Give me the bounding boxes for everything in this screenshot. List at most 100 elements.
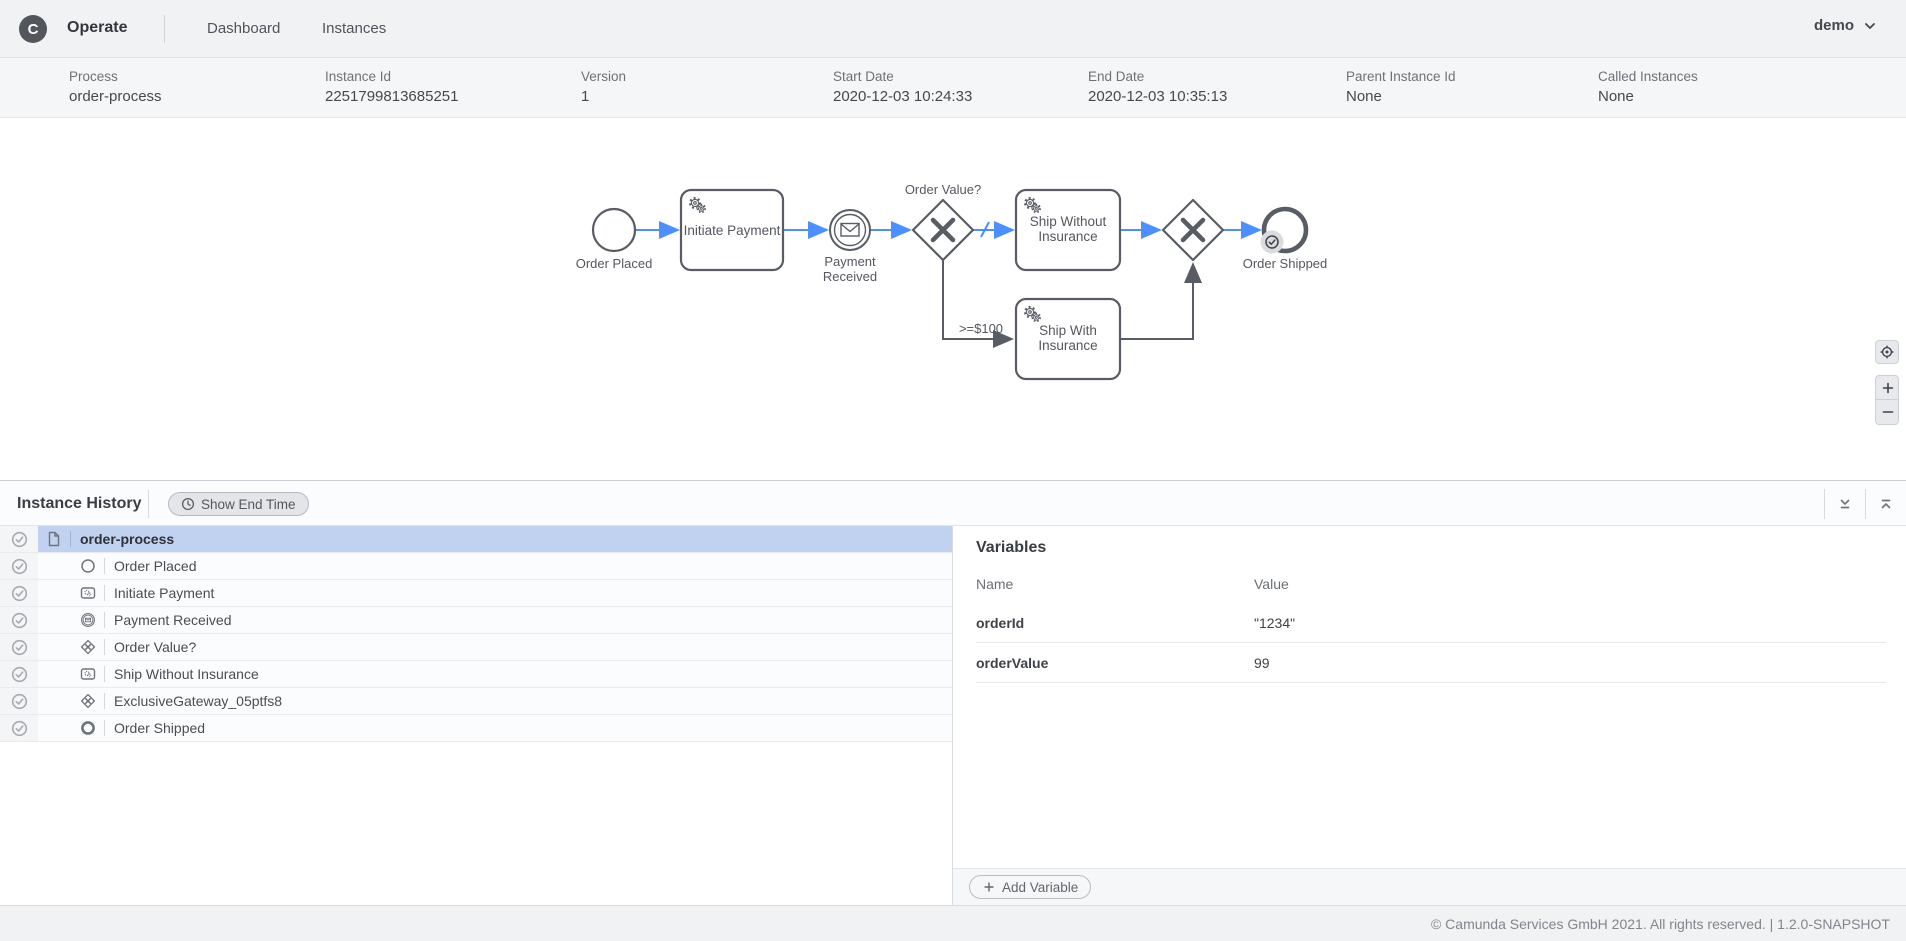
history-row-label: Order Value? (114, 639, 196, 655)
row-separator (104, 612, 105, 628)
panel-title-divider (148, 490, 149, 518)
user-name: demo (1814, 17, 1854, 34)
diagram-zoom-controls (1875, 340, 1899, 425)
flow-condition-label: >=$100 (959, 321, 1003, 336)
history-row[interactable]: ExclusiveGateway_05ptfs8 (0, 688, 952, 715)
start-event-order-placed[interactable]: Order Placed (576, 209, 653, 271)
panel-title: Instance History (17, 495, 141, 513)
chevron-down-icon (1862, 18, 1878, 34)
history-row[interactable]: Ship Without Insurance (0, 661, 952, 688)
row-separator (104, 693, 105, 709)
end-event-icon (80, 720, 96, 736)
check-circle-icon (11, 558, 28, 575)
row-state-gutter (0, 526, 38, 552)
variable-row: orderId "1234" (976, 603, 1886, 643)
meta-label: Version (581, 69, 626, 84)
history-row[interactable]: Order Placed (0, 553, 952, 580)
camunda-logo-icon[interactable]: C (19, 15, 47, 43)
service-task-icon (80, 666, 96, 682)
row-separator (104, 720, 105, 736)
task-label-line2: Insurance (1038, 338, 1097, 353)
process-document-icon (46, 531, 62, 547)
history-row[interactable]: Initiate Payment (0, 580, 952, 607)
zoom-out-icon (1880, 404, 1896, 420)
meta-label: Called Instances (1598, 69, 1698, 84)
row-state-gutter (0, 661, 38, 687)
history-row-label: Payment Received (114, 612, 232, 628)
history-row[interactable]: Order Shipped (0, 715, 952, 742)
start-event-icon (80, 558, 96, 574)
event-label-line2: Received (823, 269, 877, 284)
expand-panel-button[interactable] (1866, 481, 1906, 527)
expand-up-icon (1878, 496, 1894, 512)
zoom-out-button[interactable] (1876, 400, 1899, 424)
show-end-time-label: Show End Time (201, 497, 296, 512)
row-state-gutter (0, 715, 38, 741)
event-payment-received[interactable]: Payment Received (823, 210, 877, 284)
variable-value: 99 (1254, 655, 1886, 671)
variables-table-header: Name Value (976, 565, 1886, 603)
plus-icon (982, 880, 996, 894)
header-divider (164, 15, 165, 43)
meta-process: Process order-process (69, 69, 162, 105)
end-event-order-shipped[interactable]: Order Shipped (1243, 209, 1328, 271)
reset-diagram-button[interactable] (1875, 340, 1899, 364)
history-row-label: ExclusiveGateway_05ptfs8 (114, 693, 282, 709)
add-variable-button[interactable]: Add Variable (969, 875, 1091, 899)
meta-label: Start Date (833, 69, 972, 84)
task-label: Initiate Payment (684, 223, 781, 238)
row-state-gutter (0, 688, 38, 714)
history-row[interactable]: Payment Received (0, 607, 952, 634)
row-state-gutter (0, 580, 38, 606)
reset-diagram-icon (1879, 344, 1895, 360)
meta-value: order-process (69, 88, 162, 105)
history-row-process[interactable]: order-process (0, 526, 952, 553)
meta-label: Process (69, 69, 162, 84)
history-row-label: Initiate Payment (114, 585, 214, 601)
task-label-line2: Insurance (1038, 229, 1097, 244)
row-separator (104, 639, 105, 655)
history-row-label: Ship Without Insurance (114, 666, 259, 682)
end-event-label: Order Shipped (1243, 256, 1328, 271)
nav-dashboard[interactable]: Dashboard (207, 20, 280, 37)
task-label-line1: Ship With (1039, 323, 1097, 338)
check-circle-icon (11, 693, 28, 710)
meta-label: Instance Id (325, 69, 458, 84)
instance-history-tree: order-process Order Placed Initiate Paym… (0, 526, 952, 742)
history-row-label: order-process (80, 531, 174, 547)
gateway-exclusive-join[interactable] (1163, 200, 1223, 260)
gateway-label: Order Value? (905, 182, 981, 197)
check-circle-icon (11, 585, 28, 602)
row-state-gutter (0, 634, 38, 660)
nav-instances[interactable]: Instances (322, 20, 386, 37)
check-circle-icon (11, 720, 28, 737)
app-footer: © Camunda Services GmbH 2021. All rights… (0, 905, 1906, 941)
meta-value: 2020-12-03 10:35:13 (1088, 88, 1227, 105)
app-header: C Operate Dashboard Instances demo (0, 0, 1906, 58)
task-ship-with-insurance[interactable]: Ship With Insurance (1016, 299, 1120, 379)
bpmn-diagram-canvas[interactable]: Order Placed Initiate Payment Payment Re… (0, 118, 1906, 480)
meta-called-instances: Called Instances None (1598, 69, 1698, 105)
meta-label: End Date (1088, 69, 1227, 84)
instance-history-header: Instance History Show End Time (0, 480, 1906, 526)
add-variable-label: Add Variable (1002, 880, 1078, 895)
meta-parent-instance-id: Parent Instance Id None (1346, 69, 1456, 105)
user-menu[interactable]: demo (1814, 17, 1878, 34)
history-row[interactable]: Order Value? (0, 634, 952, 661)
collapse-panel-button[interactable] (1825, 481, 1865, 527)
row-separator (104, 558, 105, 574)
check-circle-icon (11, 639, 28, 656)
gateway-icon (80, 639, 96, 655)
copyright-text: © Camunda Services GmbH 2021. All rights… (1431, 916, 1890, 932)
meta-end-date: End Date 2020-12-03 10:35:13 (1088, 69, 1227, 105)
show-end-time-button[interactable]: Show End Time (168, 492, 309, 516)
meta-instance-id: Instance Id 2251799813685251 (325, 69, 458, 105)
gateway-order-value[interactable]: Order Value? (905, 182, 981, 260)
zoom-in-button[interactable] (1876, 376, 1899, 400)
task-ship-without-insurance[interactable]: Ship Without Insurance (1016, 190, 1120, 270)
message-event-icon (80, 612, 96, 628)
meta-start-date: Start Date 2020-12-03 10:24:33 (833, 69, 972, 105)
task-initiate-payment[interactable]: Initiate Payment (681, 190, 783, 270)
row-separator (104, 585, 105, 601)
variables-title: Variables (976, 539, 1906, 557)
